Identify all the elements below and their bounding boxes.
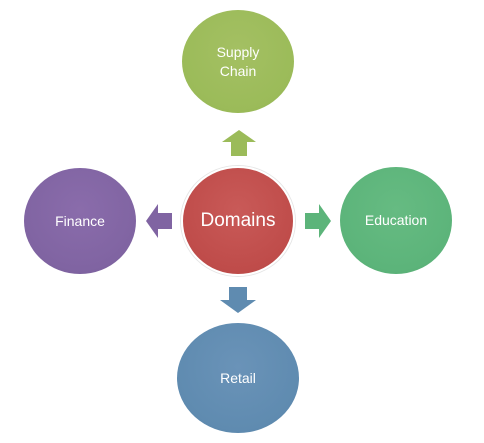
arrow-right-icon xyxy=(305,204,331,238)
arrow-up-icon xyxy=(222,130,256,156)
finance-label: Finance xyxy=(55,212,105,229)
arrow-down-icon xyxy=(220,287,256,313)
finance-node: Finance xyxy=(24,168,136,274)
retail-label: Retail xyxy=(220,369,256,386)
arrow-left-icon xyxy=(146,204,172,238)
education-node: Education xyxy=(340,167,452,274)
supply-chain-label: Supply Chain xyxy=(216,44,260,79)
supply-chain-node: Supply Chain xyxy=(182,10,294,113)
retail-node: Retail xyxy=(177,323,299,433)
domains-label: Domains xyxy=(200,209,276,231)
domains-center-node: Domains xyxy=(181,166,295,276)
education-label: Education xyxy=(364,212,428,229)
